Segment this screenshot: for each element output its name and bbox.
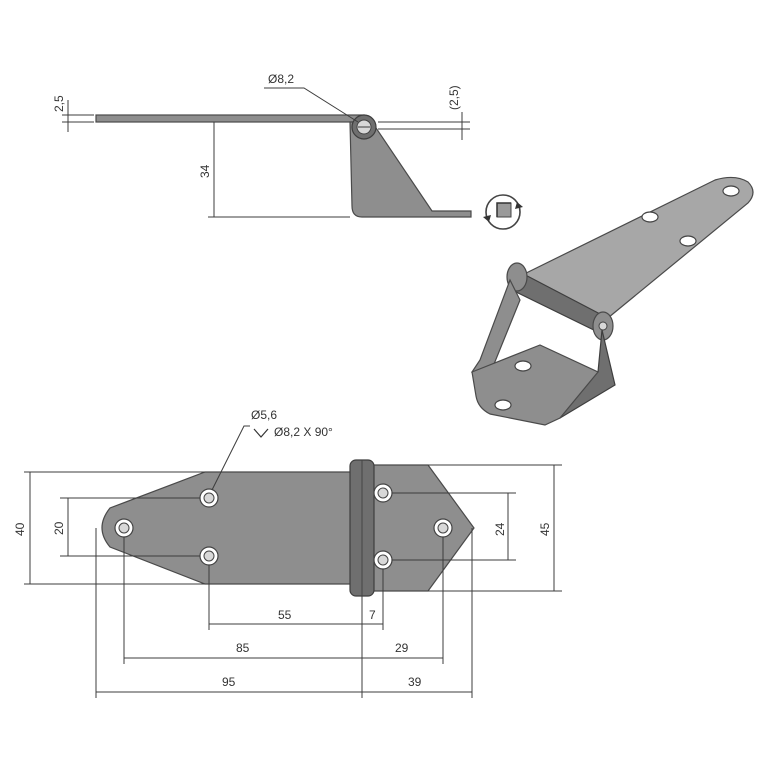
dim-29-label: 29 bbox=[395, 641, 409, 655]
hole-right-top bbox=[373, 483, 393, 503]
side-view-plate bbox=[95, 114, 365, 123]
countersink-label: Ø8,2 X 90° bbox=[274, 425, 333, 439]
rotate-view-icon bbox=[483, 194, 523, 230]
iso-hole bbox=[641, 211, 659, 223]
dim-85-label: 85 bbox=[236, 641, 250, 655]
hole-right-bottom bbox=[373, 550, 393, 570]
pin-diameter-label: Ø8,2 bbox=[268, 72, 294, 86]
dim-55-label: 55 bbox=[278, 608, 292, 622]
hole-left-top bbox=[199, 488, 219, 508]
dim-95-label: 95 bbox=[222, 675, 236, 689]
iso-hole bbox=[514, 360, 532, 372]
right-hole-spacing-label: 24 bbox=[493, 522, 507, 536]
pin-diameter-leader bbox=[264, 87, 359, 123]
hole-left-bottom bbox=[199, 546, 219, 566]
top-view: Ø5,6 Ø8,2 X 90° 40 20 24 45 bbox=[13, 408, 562, 698]
left-leaf bbox=[101, 471, 353, 585]
thickness-ref-label: (2,5) bbox=[447, 85, 461, 110]
hole-left-end bbox=[114, 518, 134, 538]
hole-callout-leader bbox=[211, 425, 250, 491]
left-hole-spacing-label: 20 bbox=[52, 521, 66, 535]
hole-diameter-label: Ø5,6 bbox=[251, 408, 277, 422]
left-width-label: 40 bbox=[13, 522, 27, 536]
hole-right-end bbox=[433, 518, 453, 538]
right-leaf bbox=[371, 464, 475, 592]
right-width-label: 45 bbox=[538, 522, 552, 536]
countersink-icon bbox=[253, 428, 269, 438]
side-view-bracket bbox=[349, 121, 472, 218]
iso-hole bbox=[722, 185, 740, 197]
thickness-label: 2,5 bbox=[52, 95, 66, 112]
height-label: 34 bbox=[198, 164, 212, 178]
iso-hole bbox=[679, 235, 697, 247]
isometric-view bbox=[470, 176, 754, 426]
iso-top-plate bbox=[510, 176, 754, 323]
side-view: Ø8,2 2,5 (2,5) 34 bbox=[52, 72, 472, 218]
iso-hole bbox=[494, 399, 512, 411]
dim-7-label: 7 bbox=[369, 608, 376, 622]
dim-39-label: 39 bbox=[408, 675, 422, 689]
